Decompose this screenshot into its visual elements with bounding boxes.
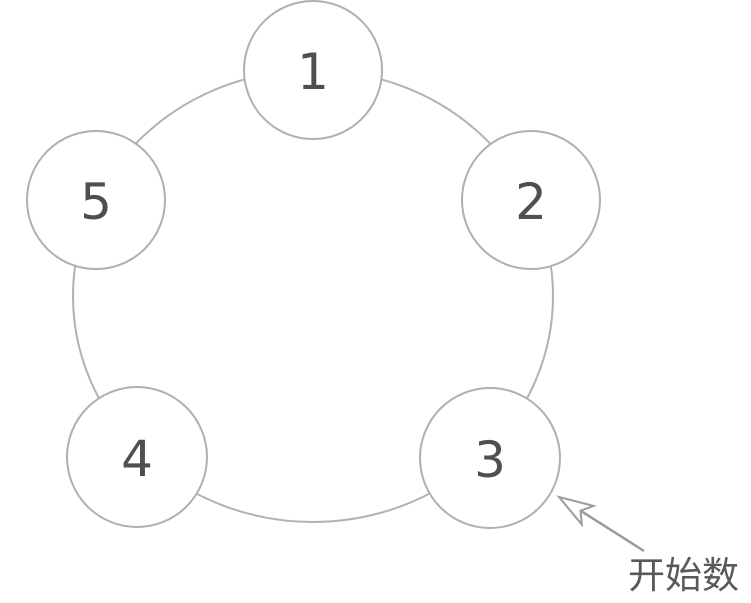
- node-circle-4: [66, 386, 208, 528]
- node-label-1: 1: [297, 43, 329, 101]
- node-2: 2: [461, 130, 601, 270]
- node-circle-2: [461, 130, 601, 270]
- node-circle-3: [419, 387, 561, 529]
- arrow-shaft: [579, 509, 645, 553]
- start-label: 开始数: [628, 554, 739, 597]
- node-label-5: 5: [80, 173, 112, 231]
- node-3: 3: [419, 387, 561, 529]
- arrow-head: [556, 495, 597, 528]
- nodes-layer: 1 2 3 4 5: [26, 0, 601, 529]
- node-label-2: 2: [515, 173, 547, 231]
- node-4: 4: [66, 386, 208, 528]
- node-circle-5: [26, 130, 166, 270]
- node-1: 1: [243, 0, 383, 140]
- node-label-4: 4: [121, 430, 153, 488]
- start-arrow: [556, 495, 645, 553]
- node-5: 5: [26, 130, 166, 270]
- node-circle-1: [243, 0, 383, 140]
- annotation-layer: 开始数: [556, 495, 739, 597]
- node-label-3: 3: [474, 431, 506, 489]
